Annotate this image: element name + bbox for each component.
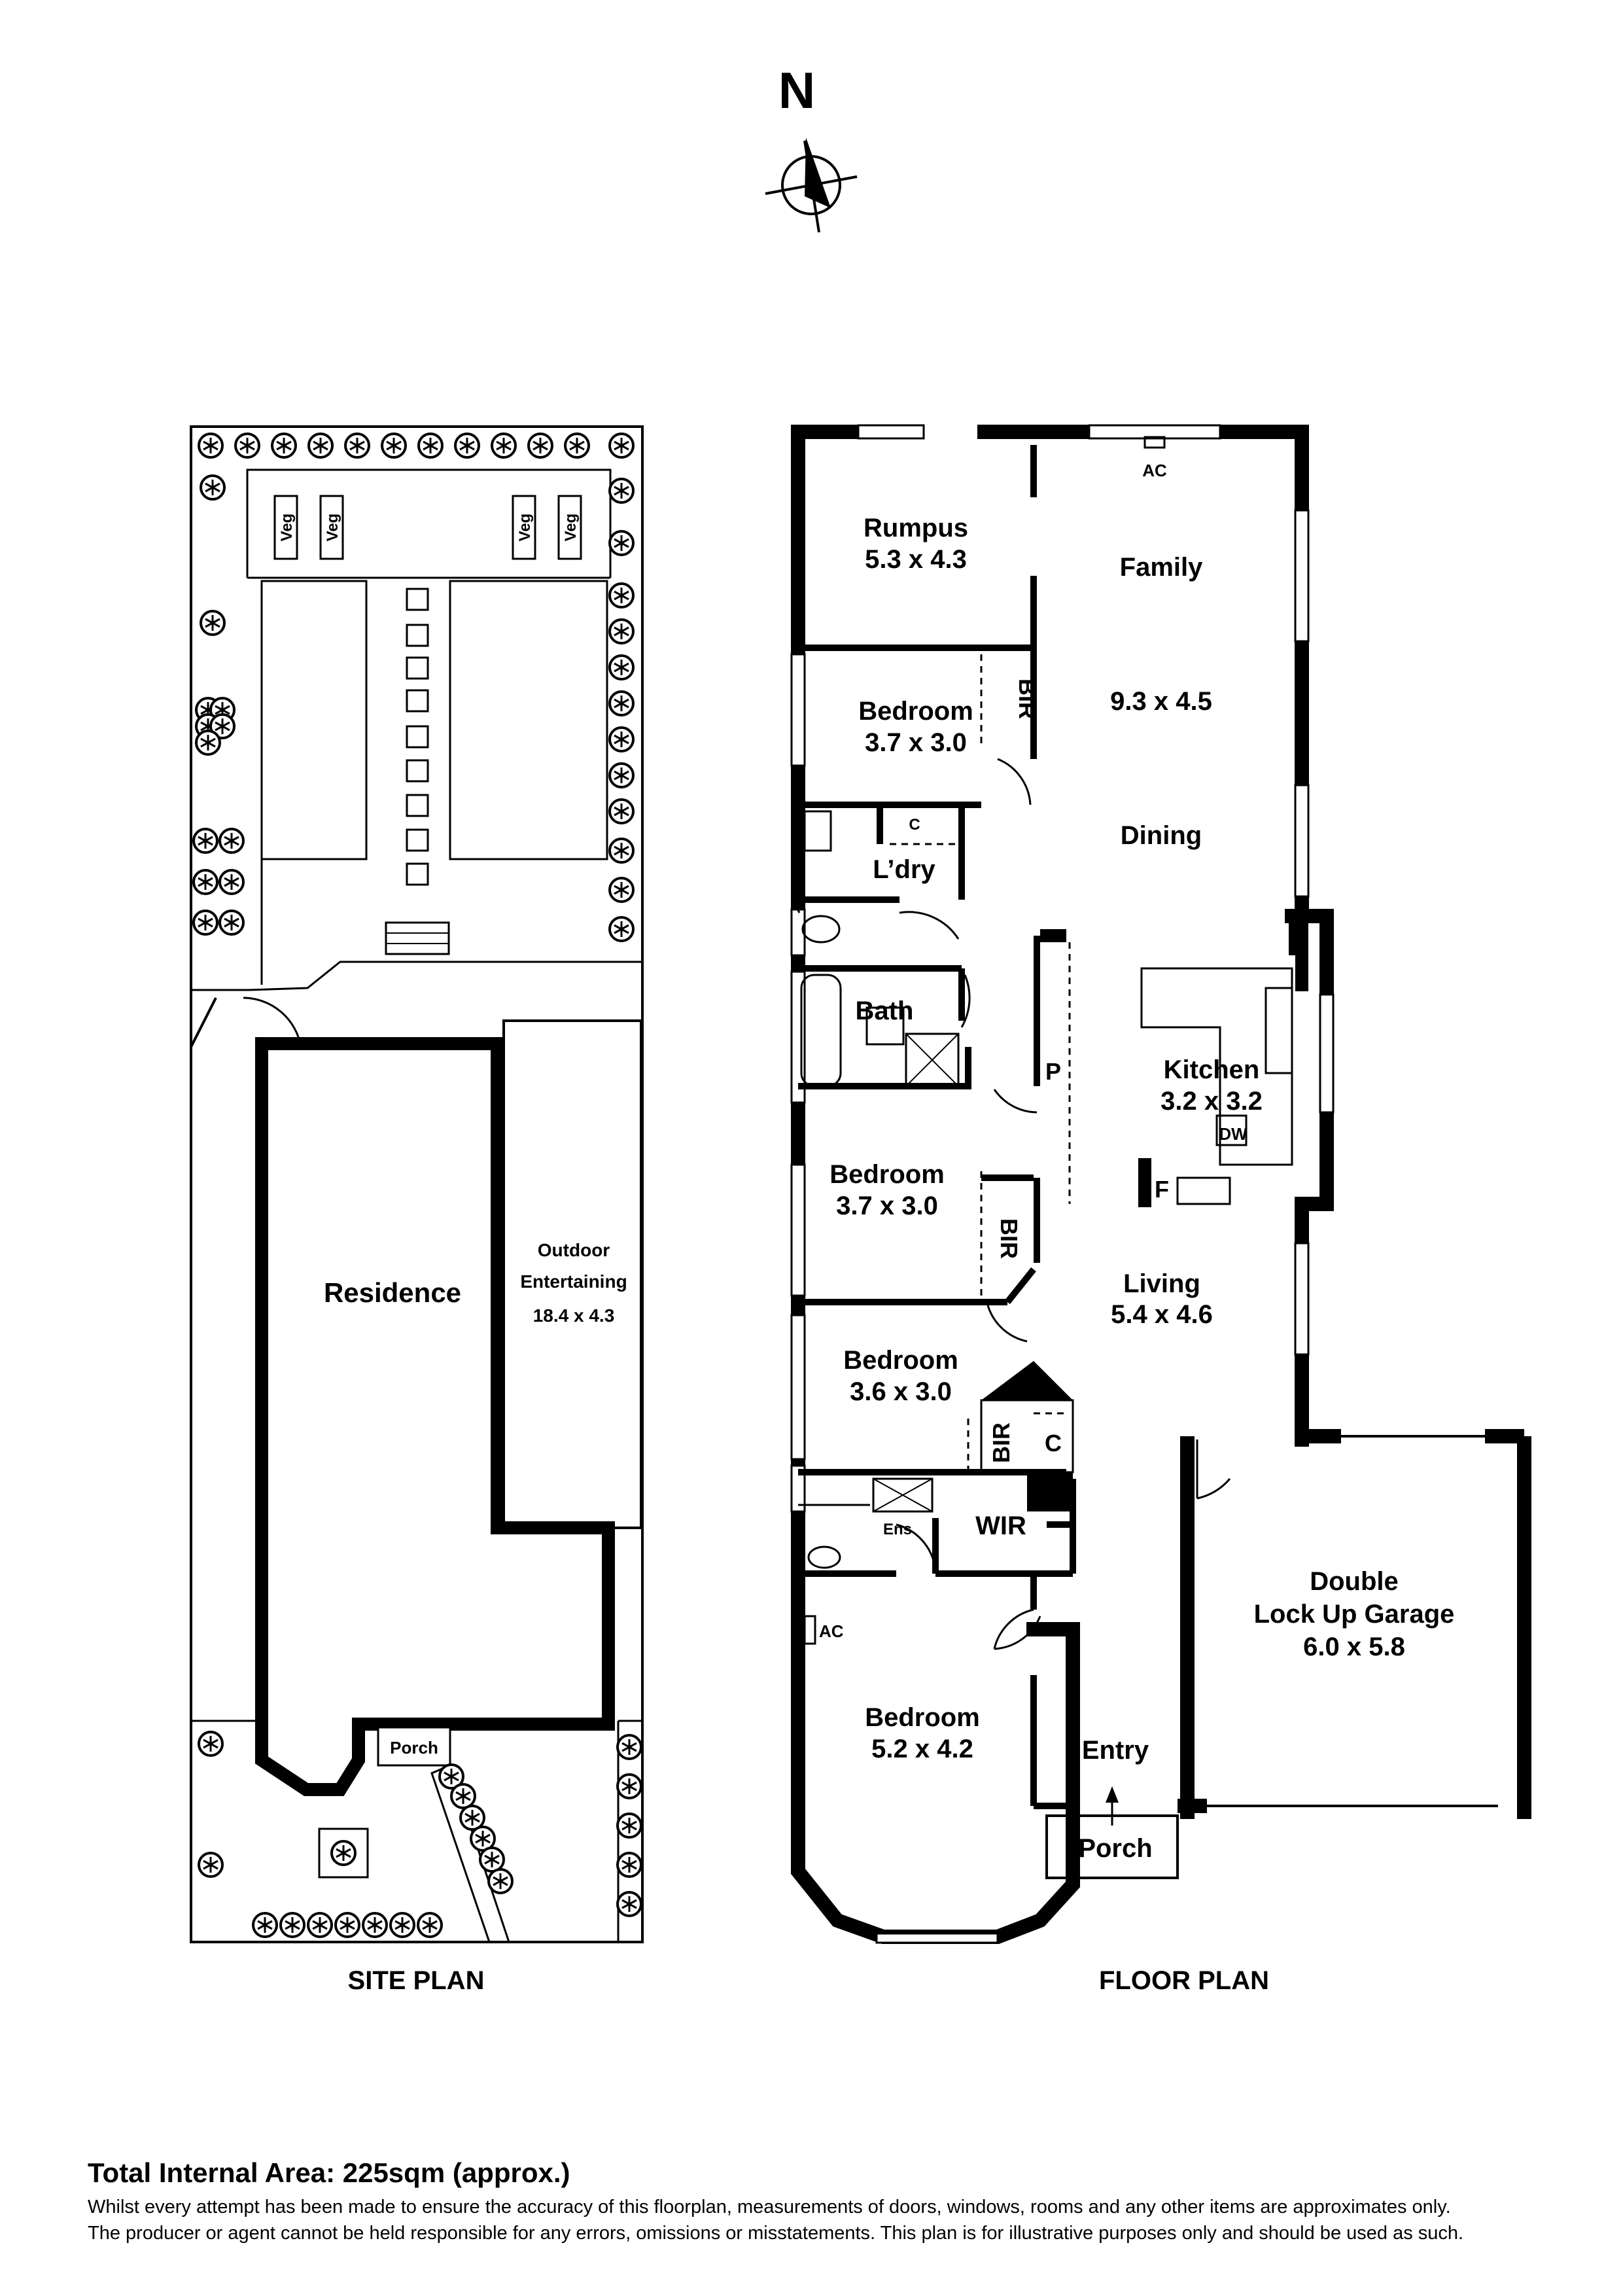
- site-plan: Veg Veg Veg Veg: [190, 425, 644, 1943]
- family-size: 9.3 x 4.5: [1110, 687, 1212, 716]
- entry-label: Entry: [1082, 1736, 1149, 1765]
- dining-label: Dining: [1121, 821, 1202, 850]
- rumpus-label: Rumpus: [864, 514, 968, 542]
- svg-text:Veg: Veg: [324, 514, 341, 542]
- garage-label-2: Lock Up Garage: [1254, 1600, 1455, 1629]
- bedroom-3-label: Bedroom: [843, 1346, 958, 1375]
- bedroom-4-label: Bedroom: [865, 1703, 980, 1732]
- site-plan-title: SITE PLAN: [348, 1966, 485, 1995]
- garage-label-1: Double: [1310, 1567, 1399, 1596]
- floor-plan: [790, 424, 1531, 1944]
- fixture-labels: AC AC BIR BIR BIR C C P DW F: [819, 461, 1248, 1641]
- disclaimer-line-1: Whilst every attempt has been made to en…: [88, 2197, 1451, 2217]
- residence-outline: [255, 1019, 642, 1796]
- bedroom-4-size: 5.2 x 4.2: [871, 1735, 973, 1763]
- svg-text:Veg: Veg: [278, 514, 296, 542]
- pantry-label: P: [1045, 1058, 1061, 1085]
- living-size: 5.4 x 4.6: [1111, 1300, 1213, 1329]
- cupboard-label: C: [909, 816, 920, 834]
- garage-size: 6.0 x 5.8: [1303, 1633, 1405, 1661]
- rumpus-size: 5.3 x 4.3: [865, 545, 967, 574]
- outdoor-size: 18.4 x 4.3: [533, 1305, 615, 1326]
- ensuite-label: Ens: [883, 1521, 912, 1538]
- outdoor-label-1: Outdoor: [538, 1240, 610, 1260]
- kitchen-size: 3.2 x 3.2: [1161, 1087, 1263, 1116]
- kitchen-label: Kitchen: [1164, 1055, 1260, 1084]
- bedroom-3-size: 3.6 x 3.0: [850, 1377, 952, 1406]
- room-labels: Rumpus 5.3 x 4.3 Family 9.3 x 4.5 Dining…: [829, 514, 1454, 1863]
- dishwasher-label: DW: [1219, 1124, 1248, 1144]
- window: [790, 424, 1335, 1944]
- disclaimer-line-2: The producer or agent cannot be held res…: [88, 2223, 1464, 2244]
- compass-label: N: [778, 62, 815, 119]
- bedroom-2-label: Bedroom: [829, 1160, 945, 1189]
- ac-label: AC: [819, 1621, 844, 1641]
- wir-label: WIR: [975, 1511, 1026, 1540]
- bir-label: BIR: [988, 1422, 1015, 1463]
- laundry-label: L’dry: [873, 855, 935, 884]
- outdoor-label-2: Entertaining: [520, 1271, 627, 1292]
- bir-label: BIR: [996, 1218, 1022, 1259]
- fridge-label: F: [1155, 1176, 1169, 1203]
- bedroom-1-label: Bedroom: [858, 697, 973, 726]
- svg-text:Veg: Veg: [516, 514, 534, 542]
- bedroom-1-size: 3.7 x 3.0: [865, 728, 967, 757]
- veg-planter: Veg Veg Veg Veg: [273, 495, 582, 560]
- svg-text:Veg: Veg: [562, 514, 580, 542]
- stepping-stones: [406, 588, 429, 886]
- total-internal-area: Total Internal Area: 225sqm (approx.): [88, 2157, 570, 2188]
- porch-label: Porch: [1078, 1834, 1152, 1863]
- cupboard-label: C: [1045, 1430, 1062, 1457]
- family-label: Family: [1120, 553, 1203, 582]
- floor-plan-title: FLOOR PLAN: [1099, 1966, 1269, 1995]
- residence-label: Residence: [324, 1277, 461, 1308]
- bedroom-2-size: 3.7 x 3.0: [836, 1192, 938, 1220]
- site-porch-label: Porch: [390, 1738, 438, 1757]
- bath-label: Bath: [856, 997, 914, 1025]
- bir-label: BIR: [1014, 679, 1041, 719]
- ac-label: AC: [1142, 461, 1167, 480]
- north-arrow-icon: N: [765, 62, 858, 233]
- living-label: Living: [1123, 1269, 1200, 1298]
